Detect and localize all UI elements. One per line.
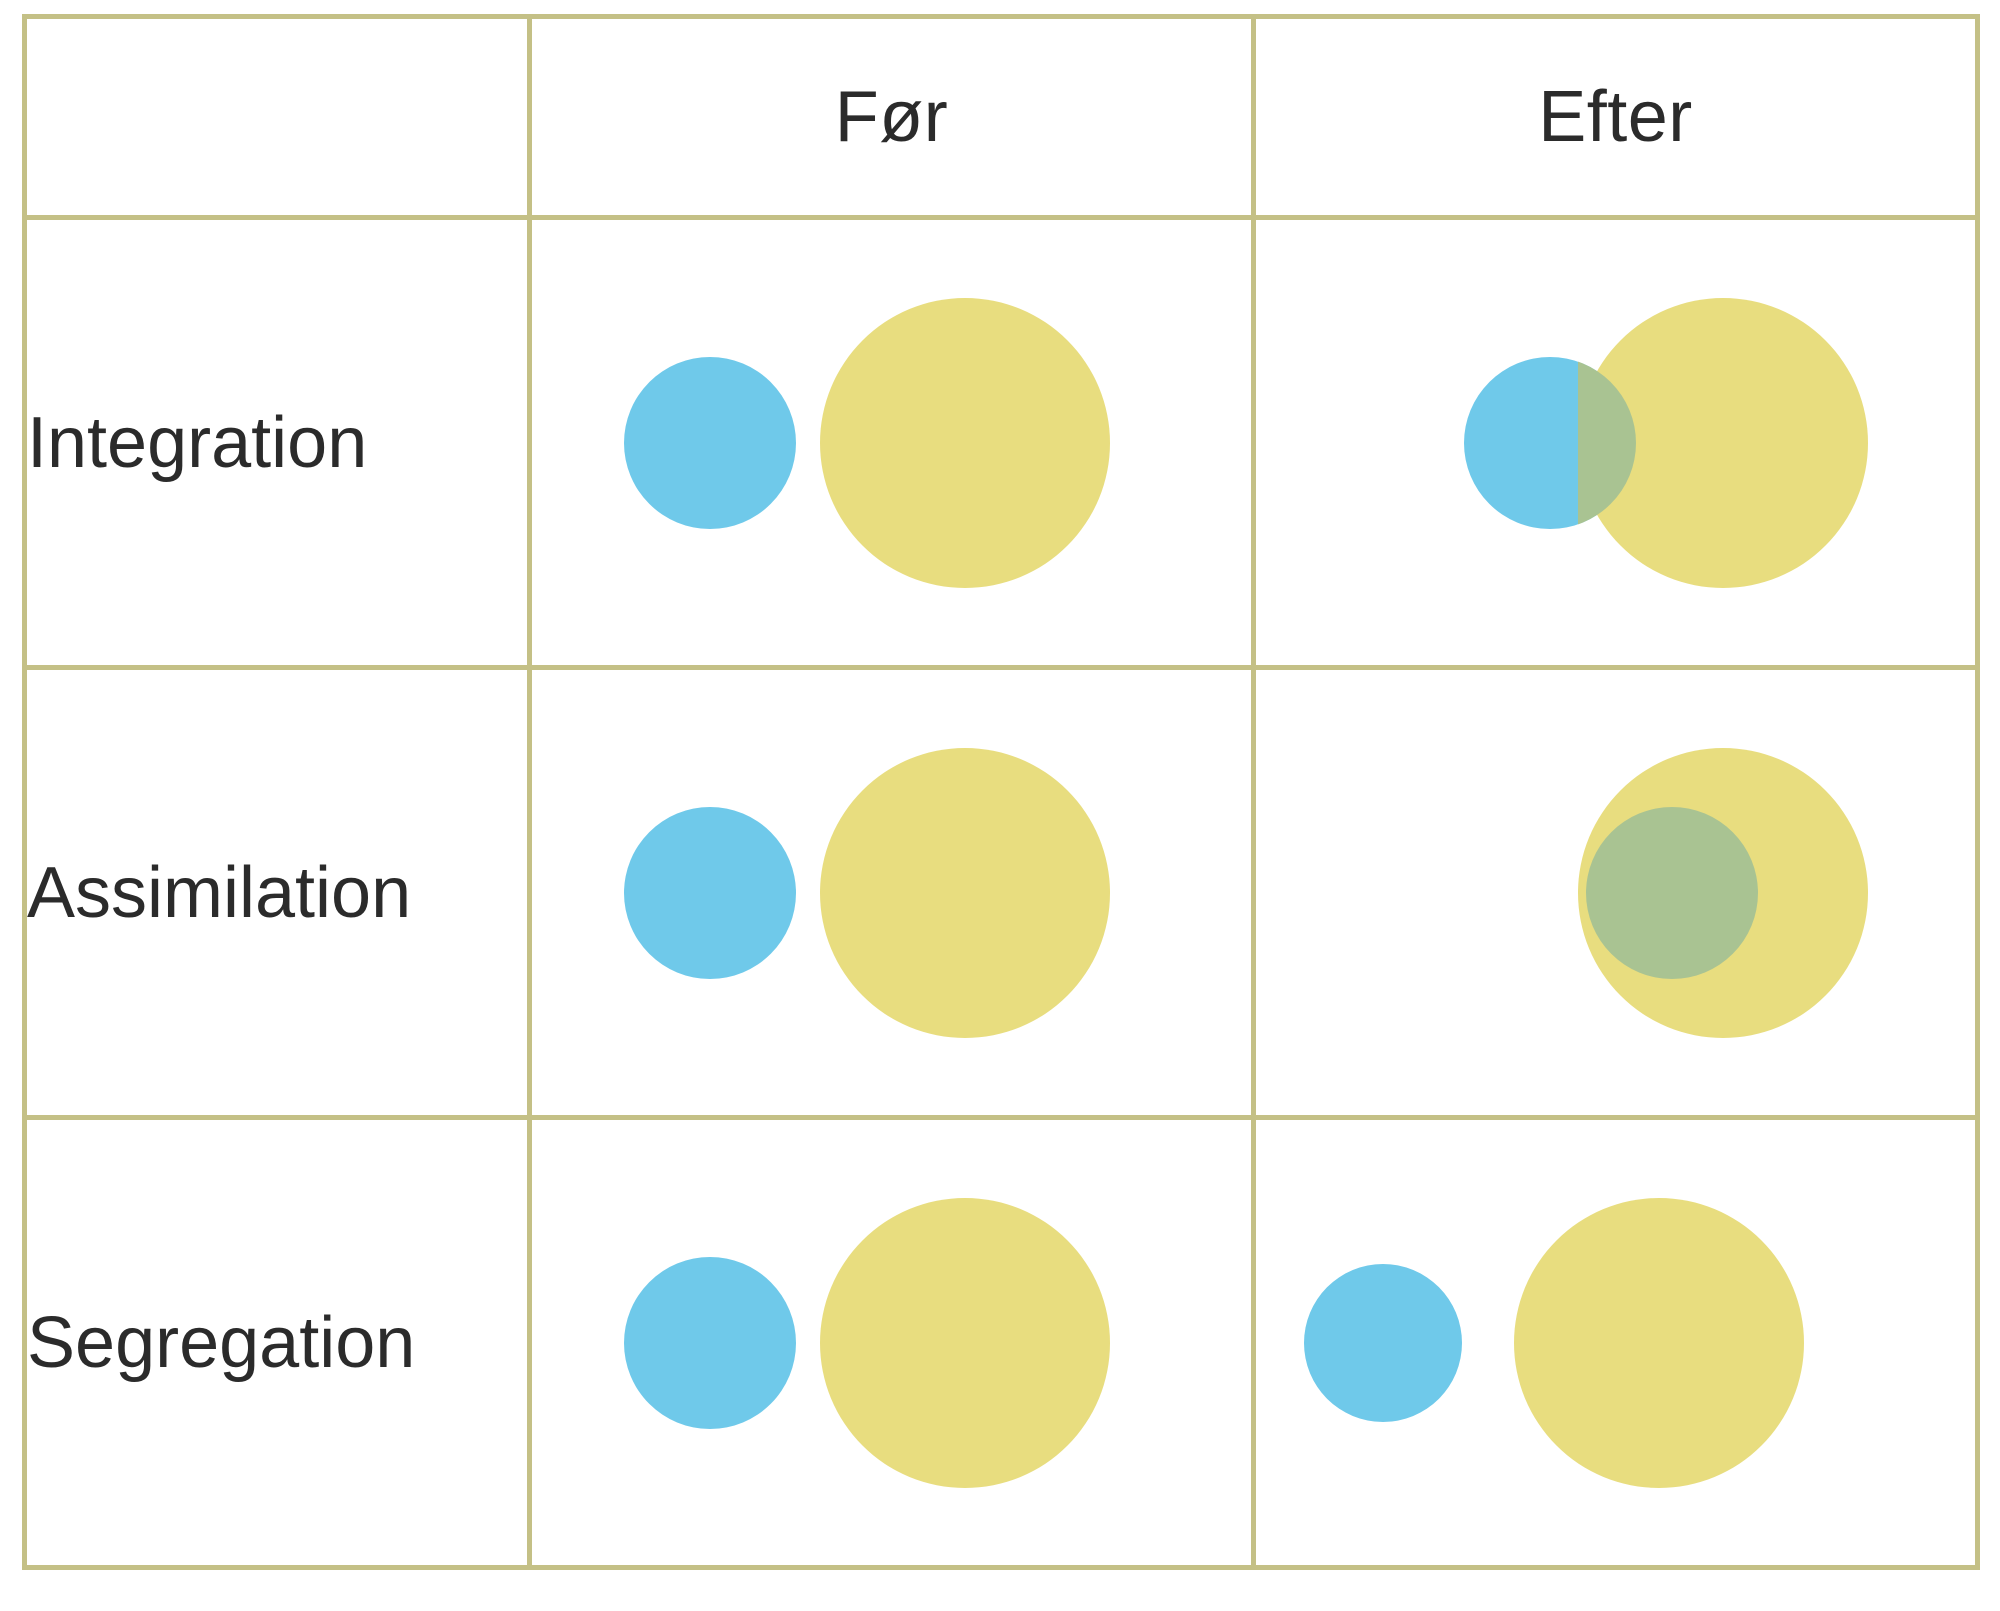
comparison-table: Før Efter Integration — [22, 14, 1980, 1570]
blue-circle-minority — [624, 1256, 796, 1429]
row-label-integration: Integration — [22, 215, 532, 670]
blue-circle-minority — [624, 356, 796, 529]
venn-cell-integration-before — [527, 215, 1256, 670]
blue-circle-minority — [624, 806, 796, 979]
venn-stage — [535, 673, 1249, 1113]
venn-cell-assimilation-after — [1251, 665, 1980, 1120]
row-label-segregation: Segregation — [22, 1115, 532, 1570]
venn-stage — [1259, 1123, 1973, 1563]
venn-stage — [1259, 223, 1973, 663]
yellow-circle-majority — [820, 1197, 1110, 1488]
blue-circle-minority — [1304, 1263, 1462, 1422]
yellow-circle-majority — [1514, 1197, 1804, 1488]
table-header-row: Før Efter — [22, 14, 1980, 220]
overlap-disc-contained — [1586, 806, 1758, 979]
table-row-integration: Integration — [22, 215, 1980, 670]
overlap-lens-partial — [1578, 356, 1636, 529]
venn-stage — [535, 1123, 1249, 1563]
venn-cell-segregation-after — [1251, 1115, 1980, 1570]
venn-stage — [535, 223, 1249, 663]
venn-cell-integration-after — [1251, 215, 1980, 670]
table-row-assimilation: Assimilation — [22, 665, 1980, 1120]
yellow-circle-majority — [820, 297, 1110, 588]
table-row-segregation: Segregation — [22, 1115, 1980, 1570]
venn-cell-assimilation-before — [527, 665, 1256, 1120]
column-header-after: Efter — [1251, 14, 1980, 220]
venn-cell-segregation-before — [527, 1115, 1256, 1570]
table-corner-cell — [22, 14, 532, 220]
row-label-assimilation: Assimilation — [22, 665, 532, 1120]
column-header-before: Før — [527, 14, 1256, 220]
yellow-circle-majority — [820, 747, 1110, 1038]
venn-stage — [1259, 673, 1973, 1113]
